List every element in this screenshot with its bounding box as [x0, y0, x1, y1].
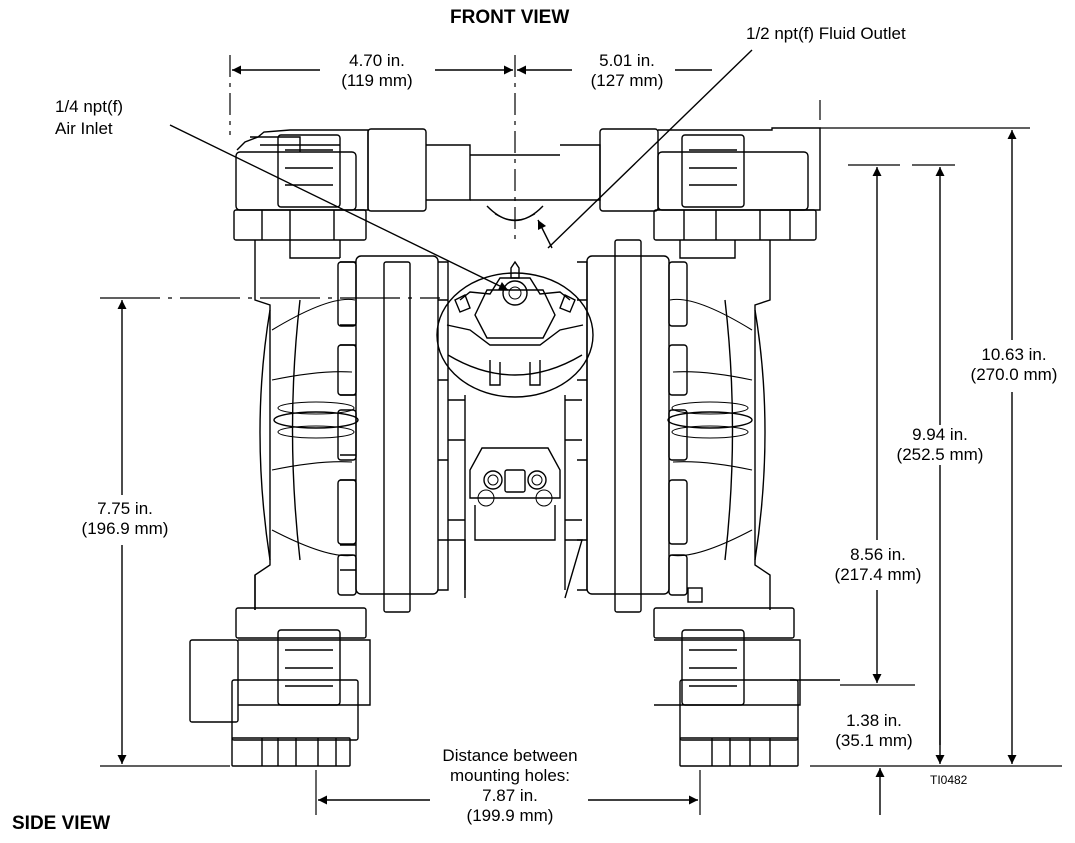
mounting-holes-mm: (199.9 mm): [466, 806, 554, 825]
fluid-outlet-callout: 1/2 npt(f) Fluid Outlet: [746, 24, 906, 43]
base-height-in: 1.38 in.: [846, 711, 902, 730]
fluid-inlet-height-in: 8.56 in.: [850, 545, 906, 564]
fluid-outlet-height-in: 9.94 in.: [912, 425, 968, 444]
fluid-outlet-leader: [547, 49, 753, 249]
figure-id: TI0482: [930, 773, 968, 787]
dimension-arrows: [117, 49, 1017, 815]
left-width-mm: (119 mm): [341, 71, 413, 90]
center-and-extension-lines: [100, 55, 1062, 815]
fluid-outlet-height-label: 9.94 in. (252.5 mm): [884, 425, 996, 465]
air-inlet-callout-line2: Air Inlet: [55, 119, 113, 138]
air-inlet-leader: [169, 124, 509, 291]
front-view-title: FRONT VIEW: [450, 7, 570, 28]
side-view-title: SIDE VIEW: [12, 813, 111, 834]
mounting-holes-line2: mounting holes:: [449, 766, 571, 785]
overall-height-mm: (270.0 mm): [970, 365, 1058, 384]
pump-outline: [189, 127, 840, 767]
mounting-holes-label: Distance between mounting holes: 7.87 in…: [410, 746, 610, 826]
fluid-inlet-height-mm: (217.4 mm): [834, 565, 922, 584]
air-inlet-height-mm: (196.9 mm): [81, 519, 169, 538]
fluid-inlet-height-label: 8.56 in. (217.4 mm): [822, 545, 934, 585]
mounting-holes-line1: Distance between: [442, 746, 578, 765]
right-width-in: 5.01 in.: [599, 51, 655, 70]
mounting-holes-in: 7.87 in.: [482, 786, 538, 805]
left-width-label: 4.70 in. (119 mm): [322, 51, 432, 91]
air-inlet-height-in: 7.75 in.: [97, 499, 153, 518]
overall-height-in: 10.63 in.: [981, 345, 1047, 364]
left-width-in: 4.70 in.: [349, 51, 405, 70]
air-inlet-height-label: 7.75 in. (196.9 mm): [70, 499, 180, 539]
right-width-mm: (127 mm): [590, 71, 664, 90]
air-inlet-callout-line1: 1/4 npt(f): [55, 97, 124, 116]
overall-height-label: 10.63 in. (270.0 mm): [958, 345, 1070, 385]
fluid-outlet-arrow: [537, 219, 553, 249]
base-height-label: 1.38 in. (35.1 mm): [824, 711, 924, 751]
right-width-label: 5.01 in. (127 mm): [572, 51, 682, 91]
base-height-mm: (35.1 mm): [835, 731, 913, 750]
fluid-outlet-height-mm: (252.5 mm): [896, 445, 984, 464]
